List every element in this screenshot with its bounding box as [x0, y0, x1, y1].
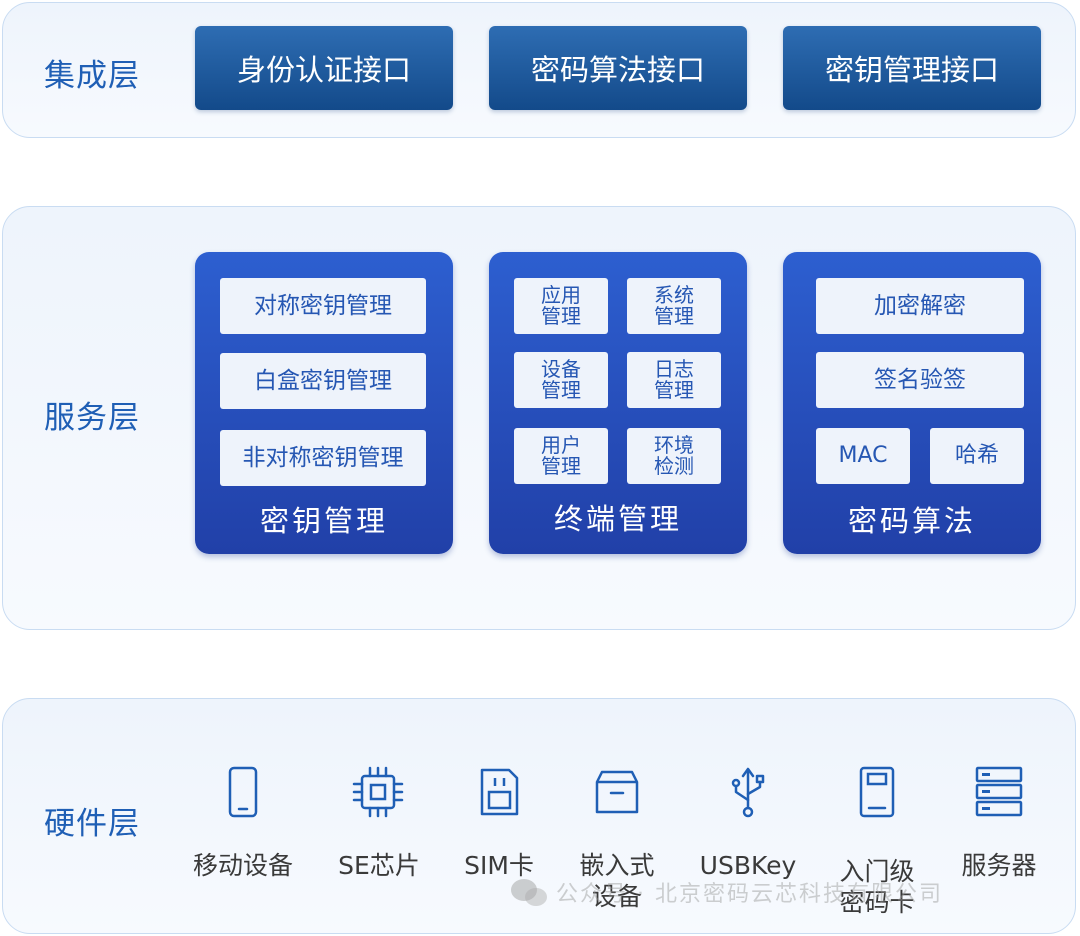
- embedded-box-icon: [587, 762, 647, 822]
- terminal-management-panel: 应用 管理 系统 管理 设备 管理 日志 管理 用户 管理 环境 检测 终端管理: [489, 252, 747, 554]
- hardware-layer: [2, 698, 1076, 934]
- log-management: 日志 管理: [627, 352, 721, 408]
- encrypt-decrypt: 加密解密: [816, 278, 1024, 334]
- mac: MAC: [816, 428, 910, 484]
- terminal-management-title: 终端管理: [553, 502, 682, 536]
- user-management: 用户 管理: [514, 428, 608, 484]
- mobile-phone-icon: [213, 762, 273, 822]
- hardware-label-usbkey: USBKey: [699, 851, 797, 880]
- device-management: 设备 管理: [514, 352, 608, 408]
- hardware-label-embedded: 嵌入式 设备: [579, 851, 655, 912]
- key-management-interface: 密钥管理接口: [783, 26, 1041, 110]
- asymmetric-key-management: 非对称密钥管理: [220, 430, 426, 486]
- key-management-panel: 对称密钥管理 白盒密钥管理 非对称密钥管理 密钥管理: [195, 252, 453, 554]
- watermark: 公众号 · 北京密码云芯科技有限公司: [556, 882, 943, 907]
- integration-layer-label: 集成层: [44, 58, 140, 94]
- server-icon: [969, 762, 1029, 822]
- hardware-label-server: 服务器: [961, 851, 1037, 880]
- app-management: 应用 管理: [514, 278, 608, 334]
- symmetric-key-management: 对称密钥管理: [220, 278, 426, 334]
- hardware-label-se-chip: SE芯片: [338, 851, 420, 880]
- identity-auth-interface: 身份认证接口: [195, 26, 453, 110]
- wechat-logo-icon: [511, 879, 547, 906]
- sim-card-icon: [469, 762, 529, 822]
- crypto-card-icon: [847, 762, 907, 822]
- whitebox-key-management: 白盒密钥管理: [220, 353, 426, 409]
- crypto-algorithm-panel: 加密解密 签名验签 MAC 哈希 密码算法: [783, 252, 1041, 554]
- key-management-title: 密钥管理: [259, 504, 388, 538]
- crypto-algorithm-title: 密码算法: [847, 504, 976, 538]
- environment-detection: 环境 检测: [627, 428, 721, 484]
- service-layer-label: 服务层: [44, 400, 140, 436]
- sign-verify: 签名验签: [816, 352, 1024, 408]
- hardware-label-crypto-card: 入门级 密码卡: [839, 857, 915, 918]
- hardware-layer-label: 硬件层: [44, 806, 140, 842]
- hardware-label-mobile: 移动设备: [192, 851, 293, 880]
- system-management: 系统 管理: [627, 278, 721, 334]
- hardware-label-sim: SIM卡: [464, 851, 534, 880]
- usb-icon: [718, 762, 778, 822]
- chip-icon: [348, 762, 408, 822]
- crypto-algorithm-interface: 密码算法接口: [489, 26, 747, 110]
- hash: 哈希: [930, 428, 1024, 484]
